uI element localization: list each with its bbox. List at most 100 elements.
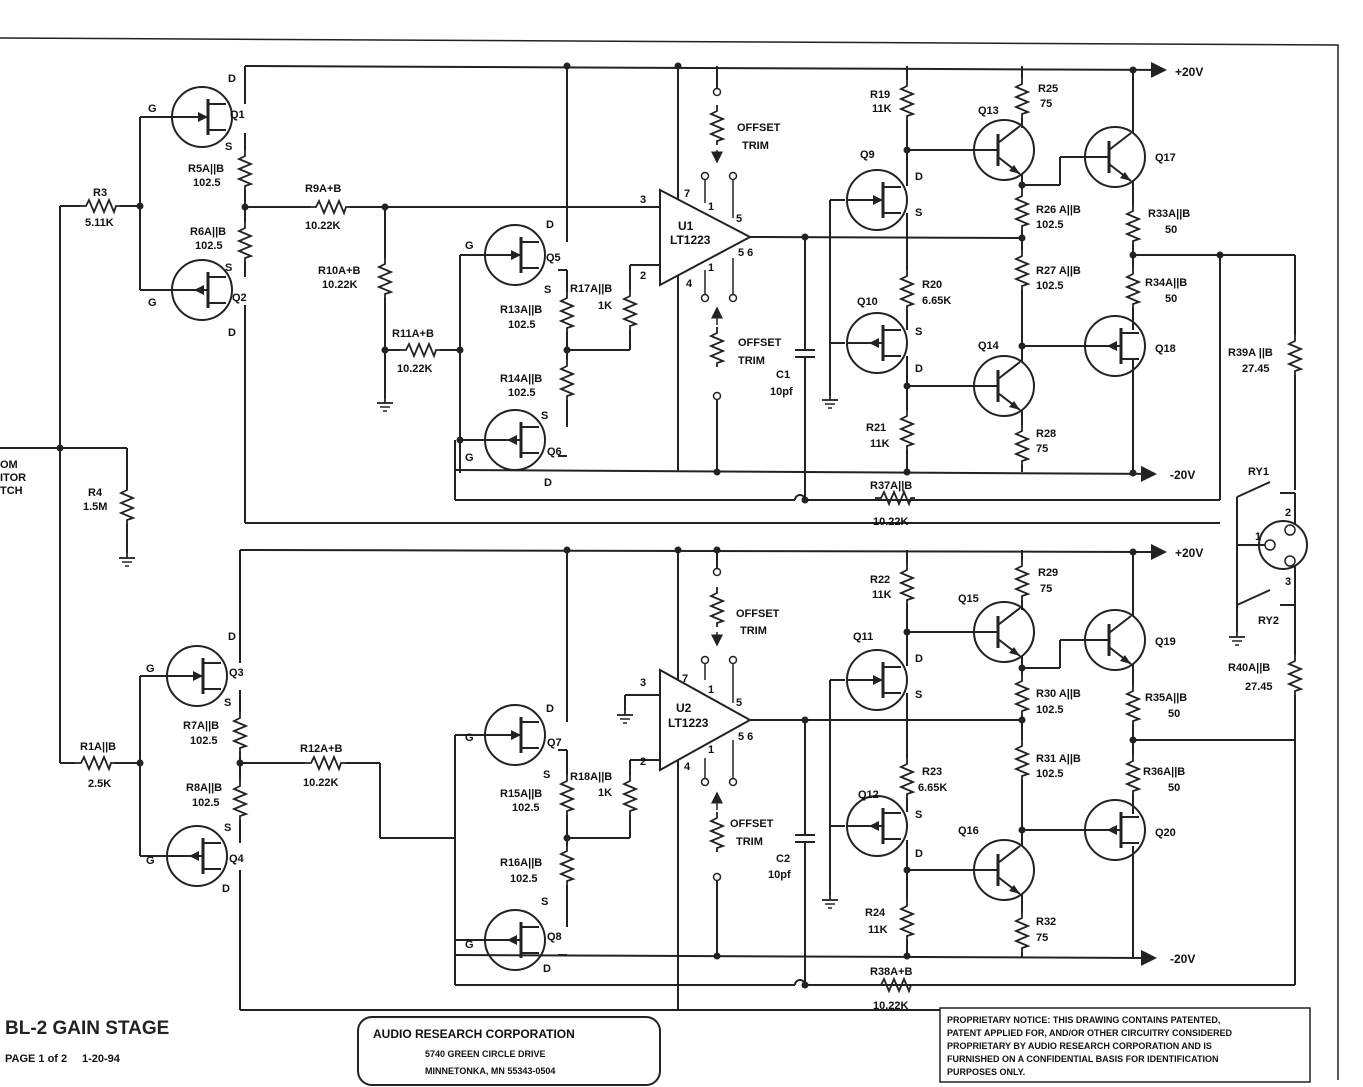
svg-text:OFFSET: OFFSET bbox=[736, 608, 780, 620]
svg-text:R38A+B: R38A+B bbox=[870, 966, 913, 978]
svg-text:Q1: Q1 bbox=[230, 109, 245, 121]
q18-bjt bbox=[1083, 314, 1147, 378]
page-number: PAGE 1 of 2 bbox=[5, 1053, 67, 1065]
notice-box bbox=[939, 1007, 1311, 1083]
r14 bbox=[560, 359, 574, 401]
svg-text:1K: 1K bbox=[598, 300, 612, 312]
svg-text:1K: 1K bbox=[598, 787, 612, 799]
svg-text:R35A||B: R35A||B bbox=[1145, 692, 1187, 704]
r36 bbox=[1126, 754, 1140, 796]
q19-bjt bbox=[1083, 608, 1147, 672]
svg-text:D: D bbox=[228, 631, 236, 643]
svg-text:4: 4 bbox=[684, 761, 691, 773]
svg-text:G: G bbox=[465, 732, 474, 744]
svg-text:D: D bbox=[915, 171, 923, 183]
svg-text:G: G bbox=[465, 240, 474, 252]
q20-bjt bbox=[1083, 798, 1147, 862]
svg-text:TRIM: TRIM bbox=[740, 625, 767, 637]
sheet-border bbox=[0, 37, 1339, 1080]
svg-text:R16A||B: R16A||B bbox=[500, 857, 542, 869]
svg-text:R4: R4 bbox=[88, 487, 103, 499]
svg-text:R24: R24 bbox=[865, 907, 886, 919]
q3-jfet bbox=[165, 644, 229, 708]
svg-text:G: G bbox=[148, 297, 157, 309]
svg-text:102.5: 102.5 bbox=[192, 797, 220, 809]
svg-text:S: S bbox=[544, 284, 551, 296]
svg-text:S: S bbox=[915, 809, 922, 821]
svg-text:D: D bbox=[228, 327, 236, 339]
r13 bbox=[560, 291, 574, 333]
svg-text:C1: C1 bbox=[776, 369, 790, 381]
neg-rail-label: -20V bbox=[1170, 468, 1195, 482]
svg-text:TRIM: TRIM bbox=[742, 140, 769, 152]
r12 bbox=[304, 756, 346, 770]
svg-text:R34A||B: R34A||B bbox=[1145, 277, 1187, 289]
r31 bbox=[1015, 739, 1029, 781]
svg-text:10.22K: 10.22K bbox=[873, 1000, 909, 1012]
title-block: BL-2 GAIN STAGE PAGE 1 of 2 1-20-94 AUDI… bbox=[5, 1007, 1311, 1086]
offset-trim-pot-2 bbox=[710, 326, 724, 368]
r33 bbox=[1126, 204, 1140, 246]
svg-text:R20: R20 bbox=[922, 279, 942, 291]
svg-text:50: 50 bbox=[1168, 782, 1180, 794]
svg-text:G: G bbox=[465, 939, 474, 951]
svg-text:Q12: Q12 bbox=[858, 789, 879, 801]
svg-text:3: 3 bbox=[640, 677, 646, 689]
svg-text:27.45: 27.45 bbox=[1245, 681, 1273, 693]
svg-text:R31 A||B: R31 A||B bbox=[1036, 753, 1081, 765]
u1-opamp bbox=[659, 188, 753, 287]
notice-line-5: PURPOSES ONLY. bbox=[947, 1067, 1025, 1077]
svg-text:75: 75 bbox=[1040, 583, 1052, 595]
r8 bbox=[233, 779, 247, 821]
r18 bbox=[623, 774, 637, 816]
svg-text:D: D bbox=[915, 848, 923, 860]
svg-text:10.22K: 10.22K bbox=[303, 777, 339, 789]
q4-jfet bbox=[165, 824, 229, 888]
svg-text:G: G bbox=[146, 855, 155, 867]
r9 bbox=[309, 200, 351, 214]
svg-text:50: 50 bbox=[1165, 224, 1177, 236]
q2-jfet bbox=[170, 258, 234, 322]
svg-text:Q11: Q11 bbox=[853, 631, 873, 643]
svg-text:D: D bbox=[915, 653, 923, 665]
svg-text:11K: 11K bbox=[868, 924, 888, 936]
input-label-3: TCH bbox=[0, 485, 23, 497]
r28 bbox=[1015, 424, 1029, 466]
svg-text:10pf: 10pf bbox=[768, 869, 791, 881]
q1-jfet bbox=[170, 85, 234, 149]
svg-text:R36A||B: R36A||B bbox=[1143, 766, 1185, 778]
svg-text:Q10: Q10 bbox=[857, 296, 878, 308]
xlr-connector bbox=[1258, 520, 1308, 570]
notice-line-3: PROPRIETARY BY AUDIO RESEARCH CORPORATIO… bbox=[947, 1041, 1212, 1051]
q15-bjt bbox=[972, 600, 1036, 664]
svg-text:R21: R21 bbox=[866, 422, 886, 434]
svg-text:R19: R19 bbox=[870, 89, 890, 101]
svg-text:1: 1 bbox=[708, 684, 714, 696]
svg-text:102.5: 102.5 bbox=[1036, 704, 1064, 716]
svg-text:S: S bbox=[225, 141, 232, 153]
svg-text:27.45: 27.45 bbox=[1242, 363, 1270, 375]
svg-text:50: 50 bbox=[1165, 293, 1177, 305]
svg-text:Q14: Q14 bbox=[978, 340, 1000, 352]
r10 bbox=[378, 257, 392, 299]
neg-rail-label-2: -20V bbox=[1170, 952, 1195, 966]
svg-text:75: 75 bbox=[1036, 932, 1048, 944]
svg-text:50: 50 bbox=[1168, 708, 1180, 720]
r37 bbox=[874, 491, 916, 505]
r40 bbox=[1288, 654, 1302, 696]
svg-text:2: 2 bbox=[640, 270, 646, 282]
svg-text:Q3: Q3 bbox=[229, 667, 244, 679]
svg-text:S: S bbox=[541, 410, 548, 422]
svg-text:3: 3 bbox=[640, 194, 646, 206]
q7-jfet bbox=[483, 703, 547, 767]
offset-trim-pot-1 bbox=[710, 104, 724, 146]
svg-text:LT1223: LT1223 bbox=[670, 233, 711, 247]
svg-text:S: S bbox=[543, 769, 550, 781]
q14-bjt bbox=[972, 354, 1036, 418]
svg-text:D: D bbox=[544, 477, 552, 489]
svg-text:7: 7 bbox=[684, 188, 690, 200]
svg-text:102.5: 102.5 bbox=[1036, 219, 1064, 231]
r25 bbox=[1015, 77, 1029, 119]
r22 bbox=[900, 563, 914, 605]
r11 bbox=[399, 343, 441, 357]
